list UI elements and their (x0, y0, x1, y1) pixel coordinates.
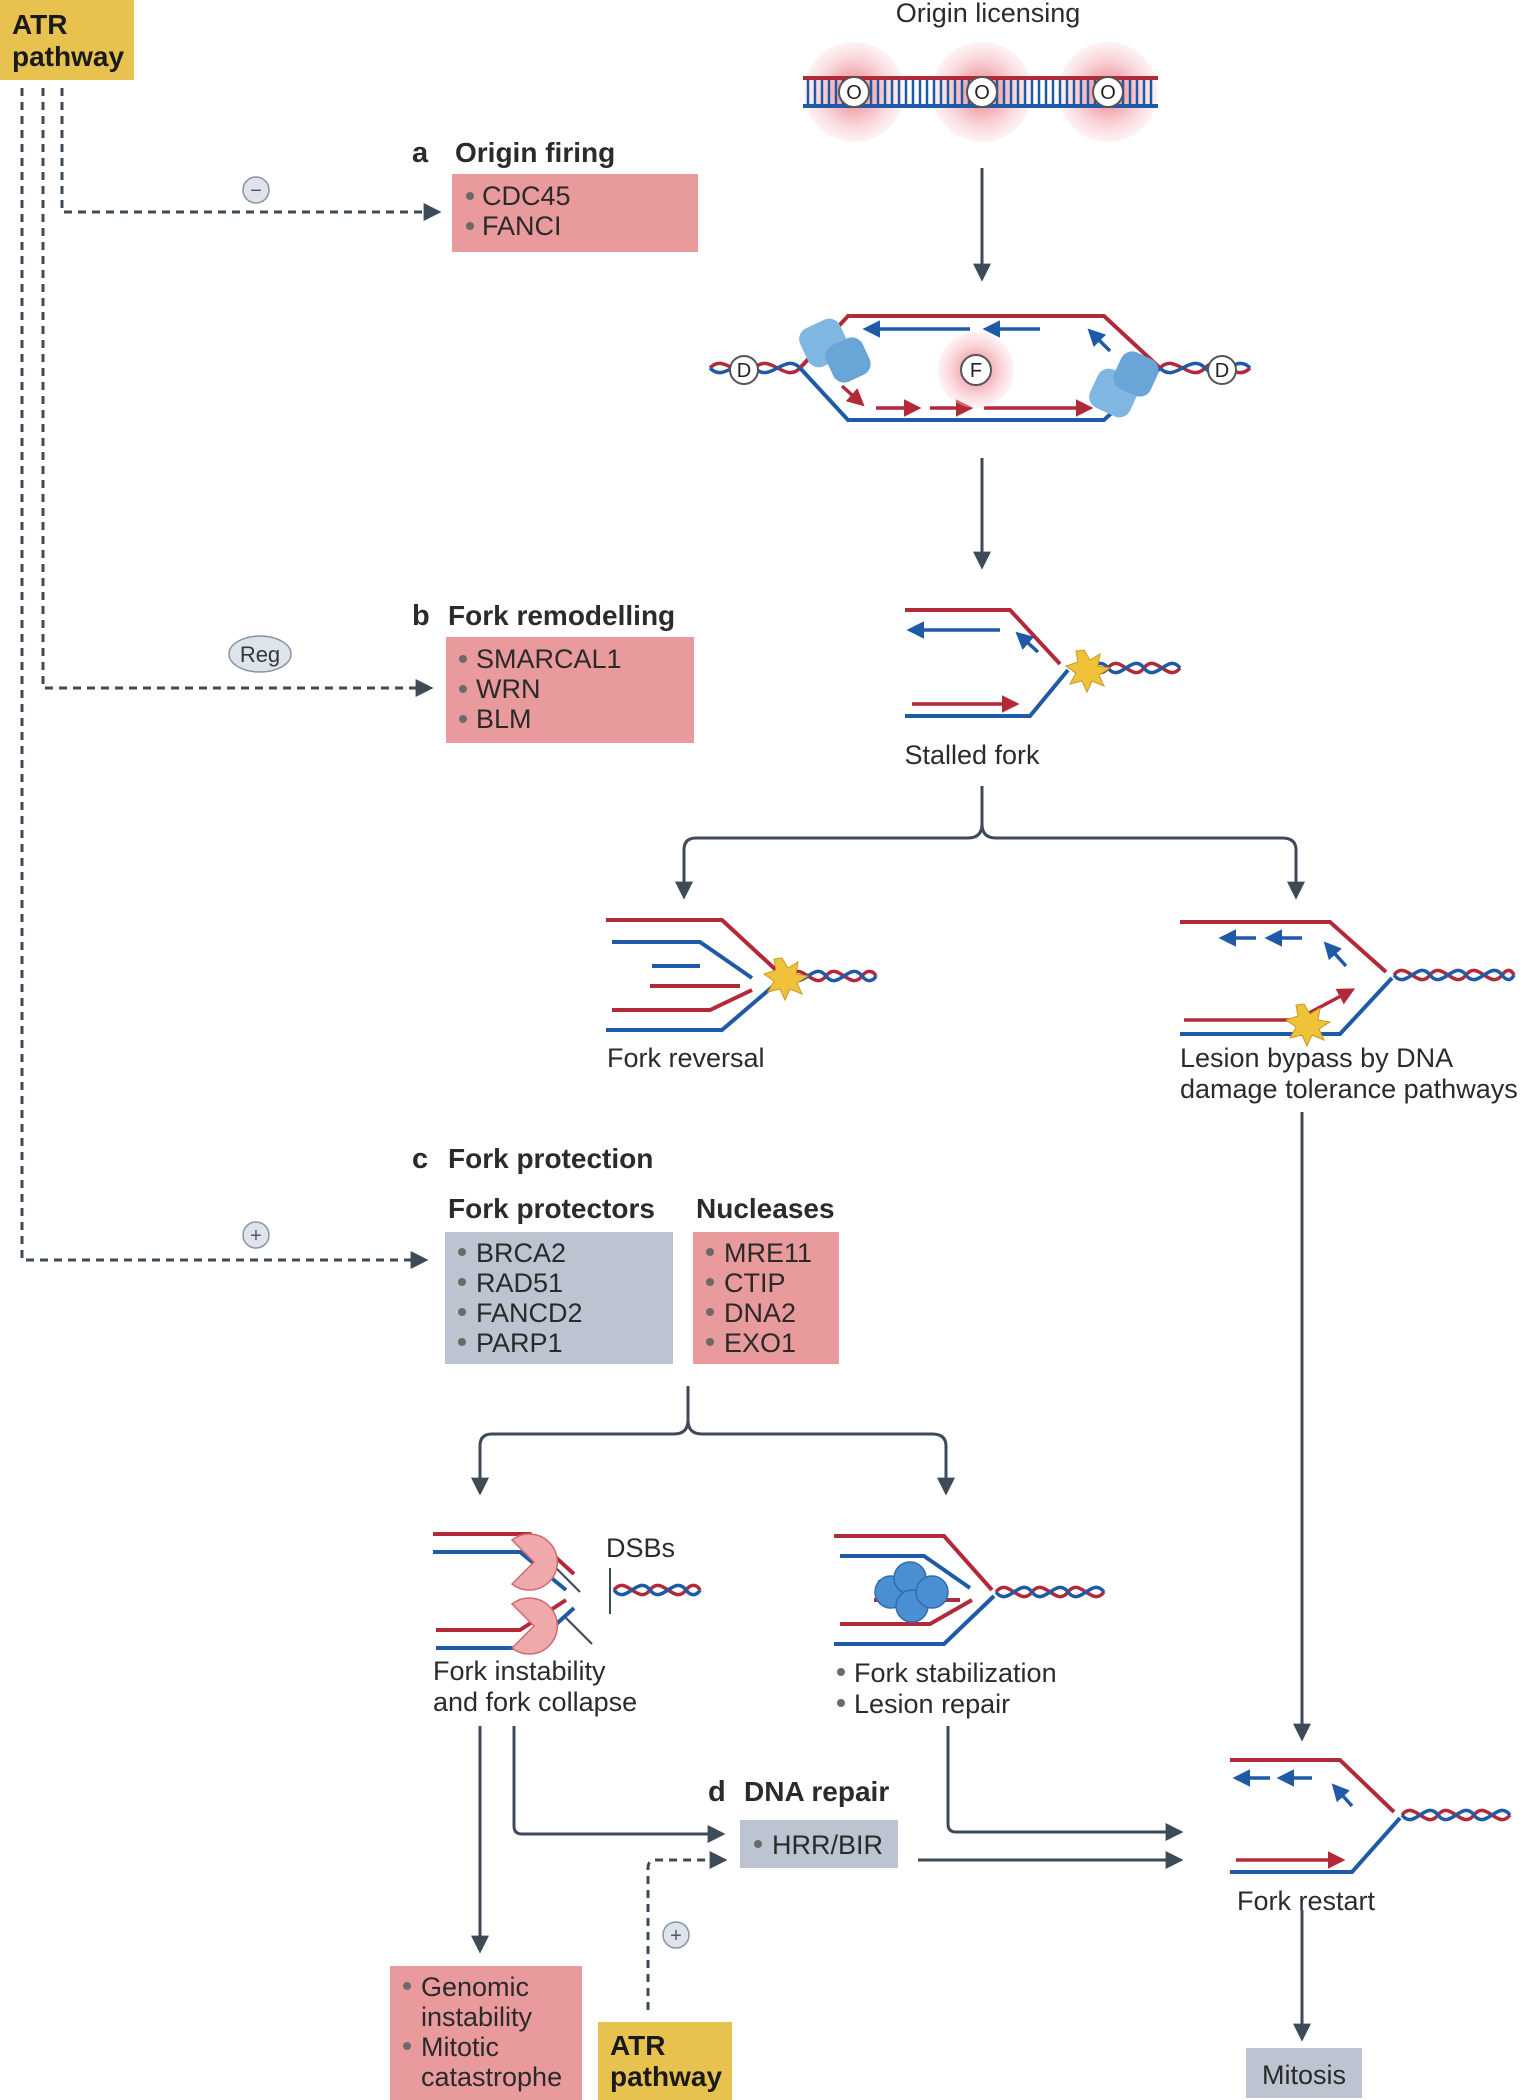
origin-firing-item: FANCI (482, 211, 562, 241)
outcome-line: catastrophe (421, 2062, 562, 2092)
lesion-star (1064, 649, 1112, 694)
dormant-origin-node: D (729, 355, 759, 385)
nuclease-item: MRE11 (724, 1238, 812, 1268)
origin-node: O (966, 76, 998, 108)
dsbs-label: DSBs (606, 1533, 675, 1563)
atr-bottom-line2: pathway (610, 2061, 722, 2092)
protector-item: BRCA2 (476, 1238, 566, 1268)
nuclease-item: CTIP (724, 1268, 786, 1298)
sign-reg-b: Reg (228, 635, 292, 673)
sign-minus-a: − (242, 176, 270, 204)
outcome-line: Mitotic (421, 2032, 499, 2062)
protector-item: PARP1 (476, 1328, 563, 1358)
helicase-left (799, 318, 871, 383)
lesion-bypass-drawing (1180, 920, 1516, 1036)
genomic-instability-box: Genomic instability Mitotic catastrophe (390, 1966, 582, 2100)
helicase-right (1089, 351, 1159, 418)
fork-restart-drawing (1230, 1758, 1512, 1874)
fork-remodelling-item: WRN (476, 674, 540, 704)
fork-stabilization-label: Fork stabilization (854, 1658, 1057, 1688)
sign-a-text: − (250, 180, 262, 202)
atr-dashed-to-repair (646, 1851, 728, 2010)
stalled-fork-label: Stalled fork (904, 740, 1040, 770)
outcome-line: instability (421, 2002, 533, 2032)
origin-node: O (1092, 76, 1124, 108)
section-b-letter: b (412, 600, 430, 632)
fork-remodelling-item: BLM (476, 704, 532, 734)
atr-top-line2: pathway (12, 41, 124, 72)
origin-licensing-label: Origin licensing (896, 0, 1081, 28)
flow-split-protection (471, 1386, 955, 1496)
section-c-letter: c (412, 1143, 428, 1175)
protector-item: FANCD2 (476, 1298, 583, 1328)
atr-bottom-line1: ATR (610, 2030, 665, 2061)
nuclease-icon (510, 1533, 558, 1591)
outcome-line: Genomic (421, 1972, 529, 2002)
origin-firing-box: CDC45 FANCI (452, 174, 698, 252)
origin-node: O (838, 76, 870, 108)
sign-plus-c: + (242, 1221, 270, 1249)
origin-node-label: O (974, 82, 990, 104)
sign-plus-d: + (662, 1921, 690, 1949)
fork-remodelling-box: SMARCAL1 WRN BLM (446, 637, 694, 743)
fork-instability-label-1: Fork instability (433, 1656, 606, 1686)
origin-firing-item: CDC45 (482, 181, 571, 211)
section-d-letter: d (708, 1776, 726, 1808)
lesion-repair-label: Lesion repair (854, 1689, 1010, 1719)
section-b-title: Fork remodelling (448, 600, 675, 631)
atr-top-line1: ATR (12, 9, 67, 40)
fork-remodelling-item: SMARCAL1 (476, 644, 622, 674)
sign-b-text: Reg (240, 642, 280, 667)
atr-pathway-bottom: ATR pathway (598, 2022, 732, 2100)
nuclease-item: EXO1 (724, 1328, 796, 1358)
dormant-origin-label: D (1215, 360, 1229, 382)
fork-reversal-label: Fork reversal (607, 1043, 765, 1073)
nuclease-icon (510, 1597, 558, 1655)
lesion-star (1284, 1003, 1332, 1048)
section-d-title: DNA repair (744, 1776, 889, 1807)
sign-c-text: + (250, 1225, 262, 1247)
section-a-letter: a (412, 137, 429, 169)
licensed-origins-dna: O O O (803, 42, 1158, 142)
fired-origin-label: F (970, 360, 982, 382)
fork-protectors-title: Fork protectors (448, 1193, 655, 1224)
dna-repair-item: HRR/BIR (772, 1830, 883, 1860)
flow-split-stalled (675, 786, 1305, 900)
mitosis-box: Mitosis (1246, 2048, 1362, 2098)
fork-instability-label-2: and fork collapse (433, 1687, 637, 1717)
flow-arrows-bottom (471, 1726, 1311, 2042)
protector-item: RAD51 (476, 1268, 563, 1298)
fork-protectors-box: BRCA2 RAD51 FANCD2 PARP1 (445, 1232, 673, 1364)
atr-pathway-top: ATR pathway (0, 0, 134, 80)
dna-repair-box: HRR/BIR (740, 1820, 898, 1868)
nuclease-item: DNA2 (724, 1298, 796, 1328)
nucleases-title: Nucleases (696, 1193, 835, 1224)
nucleases-box: MRE11 CTIP DNA2 EXO1 (693, 1232, 839, 1364)
fork-restart-label: Fork restart (1237, 1886, 1376, 1916)
section-c-title: Fork protection (448, 1143, 653, 1174)
mitosis-label: Mitosis (1262, 2060, 1346, 2090)
section-a-title: Origin firing (455, 137, 615, 168)
fork-protector-proteins (874, 1561, 949, 1623)
lesion-star (762, 957, 810, 1002)
fired-origin-node: F (938, 332, 1014, 408)
origin-node-label: O (1100, 82, 1116, 104)
sign-d-text: + (670, 1925, 682, 1947)
stalled-fork-drawing (905, 608, 1182, 718)
atr-dashed-connectors (20, 88, 442, 1269)
dormant-origin-node: D (1207, 355, 1237, 385)
lesion-bypass-label-2: damage tolerance pathways (1180, 1074, 1518, 1104)
origin-node-label: O (846, 82, 862, 104)
dormant-origin-label: D (737, 360, 751, 382)
fork-reversal-drawing (606, 918, 878, 1032)
lesion-bypass-label-1: Lesion bypass by DNA (1180, 1043, 1453, 1073)
